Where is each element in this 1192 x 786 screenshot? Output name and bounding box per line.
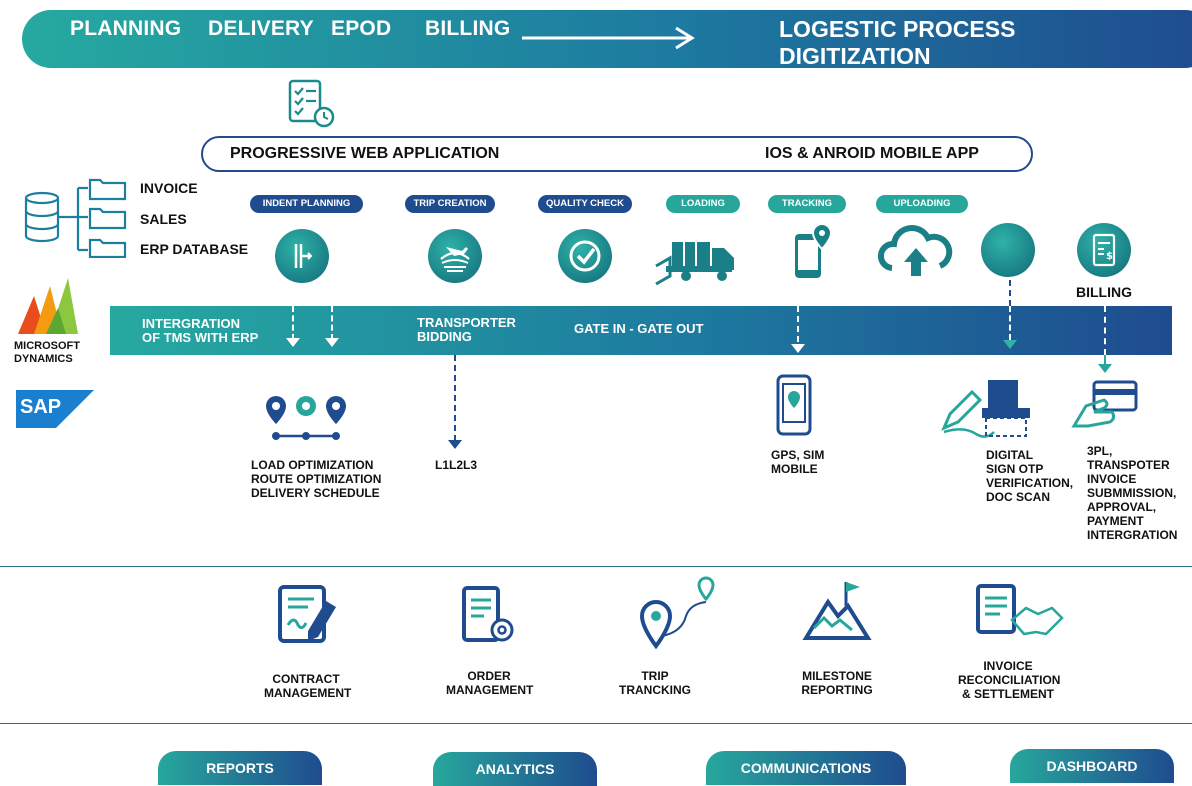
bidding-line: [454, 355, 456, 441]
banner-title: LOGESTIC PROCESS DIGITIZATION: [779, 16, 1016, 69]
tag-quality-check: QUALITY CHECK: [538, 195, 632, 213]
l1l2l3-label: L1L2L3: [435, 458, 478, 472]
source-erp-database: ERP DATABASE: [140, 241, 249, 257]
checklist-icon: [288, 79, 335, 128]
pwa-label: PROGRESSIVE WEB APPLICATION: [230, 145, 500, 162]
banner-item-delivery: DELIVERY: [208, 17, 314, 40]
process-band: [110, 306, 1172, 355]
billing-label: BILLING: [1076, 284, 1132, 300]
analytics-button[interactable]: ANALYTICS: [433, 752, 597, 786]
card-payment-icon: [1071, 380, 1138, 428]
banner-item-billing: BILLING: [425, 17, 511, 40]
down-arrow-icon: [286, 338, 300, 347]
down-arrow-icon: [791, 344, 805, 353]
digital-sign-icon: [941, 380, 1030, 438]
handshake-icon: [976, 584, 1064, 636]
billing-line-band: [1104, 306, 1106, 355]
down-arrow-icon: [1003, 340, 1017, 349]
tag-trip-creation: TRIP CREATION: [405, 195, 495, 213]
trip-creation-icon: [428, 229, 482, 283]
epod-circle: [981, 223, 1035, 277]
banner-item-epod: EPOD: [331, 17, 392, 40]
contract-icon: [278, 585, 336, 643]
banner-item-planning: PLANNING: [70, 17, 182, 40]
loading-truck-icon: [655, 242, 734, 286]
epod-line-band: [1009, 306, 1011, 340]
down-arrow-icon: [325, 338, 339, 347]
indent-planning-icon: [275, 229, 329, 283]
cloud-upload-icon: [878, 225, 953, 276]
reports-button[interactable]: REPORTS: [158, 751, 322, 785]
dashboard-button[interactable]: DASHBOARD: [1010, 749, 1174, 783]
route-optimization-icon: [266, 396, 346, 440]
gps-mobile-icon: [776, 374, 812, 436]
tracking-phone-icon: [795, 222, 833, 278]
divider-top: [0, 566, 1192, 567]
tag-loading: LOADING: [666, 195, 740, 213]
order-icon: [462, 586, 514, 642]
tracking-arrow: [797, 306, 799, 342]
arrow-right-icon: [522, 26, 695, 50]
quality-check-icon: [558, 229, 612, 283]
divider-bottom: [0, 723, 1192, 724]
band-gate-in-out: GATE IN - GATE OUT: [574, 321, 704, 336]
source-invoice: INVOICE: [140, 180, 198, 196]
communications-button[interactable]: COMMUNICATIONS: [706, 751, 906, 785]
epod-line-top: [1009, 280, 1011, 306]
integration-arrow-2: [331, 306, 333, 340]
apps-bar: [201, 136, 1033, 172]
milestone-icon: [802, 582, 872, 640]
tag-indent-planning: INDENT PLANNING: [250, 195, 363, 213]
source-sales: SALES: [140, 211, 187, 227]
tag-uploading: UPLOADING: [876, 195, 968, 213]
billing-line-below: [1104, 355, 1106, 365]
sap-label: SAP: [20, 396, 62, 418]
billing-icon: $: [1077, 223, 1131, 277]
microsoft-dynamics-label: MICROSOFT DYNAMICS: [14, 340, 80, 365]
mobile-app-label: IOS & ANROID MOBILE APP: [765, 145, 979, 162]
sap-logo: [16, 390, 94, 428]
down-arrow-icon: [1098, 364, 1112, 373]
database-tree-icon: [24, 178, 127, 258]
svg-text:$: $: [1106, 251, 1113, 262]
integration-arrow-1: [292, 306, 294, 340]
tag-tracking: TRACKING: [768, 195, 846, 213]
microsoft-dynamics-logo: [18, 278, 78, 334]
trip-tracking-icon: [639, 576, 715, 650]
down-arrow-icon: [448, 440, 462, 449]
